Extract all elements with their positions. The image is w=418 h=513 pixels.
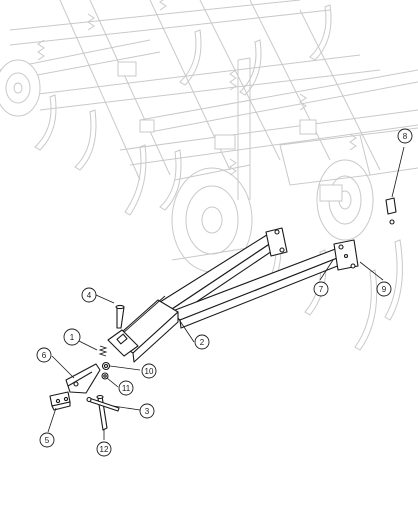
callout-circle bbox=[397, 128, 413, 144]
callout-11: 11 bbox=[118, 380, 134, 396]
callout-label: 11 bbox=[122, 384, 131, 393]
callout-label: 6 bbox=[42, 351, 47, 360]
callout-circle bbox=[118, 380, 134, 396]
part-3-pin bbox=[86, 396, 120, 412]
left-wheel bbox=[0, 59, 41, 117]
callout-label: 5 bbox=[45, 436, 50, 445]
callout-6: 6 bbox=[36, 347, 52, 363]
part-1-spring bbox=[98, 345, 108, 357]
callout-circle bbox=[141, 363, 157, 379]
callout-label: 2 bbox=[200, 338, 205, 347]
part-10-nut bbox=[101, 361, 111, 371]
callout-7: 7 bbox=[313, 281, 329, 297]
callout-label: 8 bbox=[403, 132, 408, 141]
callout-3: 3 bbox=[139, 403, 155, 419]
right-mount-plate bbox=[333, 239, 359, 271]
callout-circle bbox=[81, 287, 97, 303]
callout-9: 9 bbox=[376, 281, 392, 297]
background-machine bbox=[0, 0, 418, 351]
callout-8: 8 bbox=[397, 128, 413, 144]
callout-circle bbox=[63, 328, 81, 346]
callout-circle bbox=[39, 432, 55, 448]
callout-circle bbox=[139, 403, 155, 419]
callout-1: 1 bbox=[63, 328, 81, 346]
callout-circle bbox=[376, 281, 392, 297]
part-6-clevis bbox=[65, 363, 101, 394]
callout-label: 1 bbox=[70, 333, 75, 342]
callout-label: 10 bbox=[145, 367, 154, 376]
callout-10: 10 bbox=[141, 363, 157, 379]
callout-circle bbox=[36, 347, 52, 363]
part-5-block bbox=[49, 391, 71, 411]
callout-5: 5 bbox=[39, 432, 55, 448]
callout-2: 2 bbox=[194, 334, 210, 350]
hitch-assembly bbox=[107, 227, 359, 363]
part-pin-4 bbox=[115, 304, 125, 329]
callout-circle bbox=[96, 441, 112, 457]
callout-circle bbox=[313, 281, 329, 297]
part-11-washer bbox=[101, 372, 109, 380]
callout-label: 9 bbox=[382, 285, 387, 294]
callout-12: 12 bbox=[96, 441, 112, 457]
callout-circle bbox=[194, 334, 210, 350]
callout-4: 4 bbox=[81, 287, 97, 303]
callout-label: 4 bbox=[87, 291, 92, 300]
callout-label: 7 bbox=[319, 285, 324, 294]
left-mount-plate bbox=[265, 227, 288, 257]
callout-label: 3 bbox=[145, 407, 150, 416]
callout-label: 12 bbox=[100, 445, 109, 454]
part-8-bracket bbox=[385, 197, 397, 225]
